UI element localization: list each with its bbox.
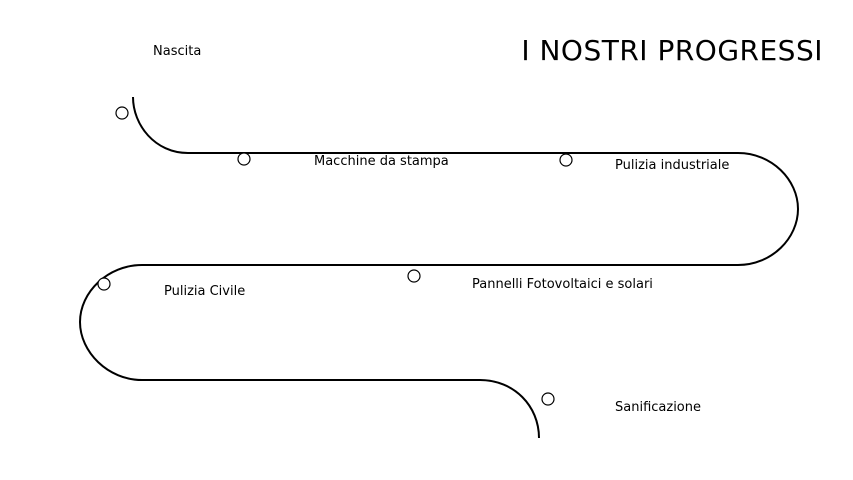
milestone-marker-nascita[interactable] [115,106,129,120]
milestone-marker-pulizia-industriale[interactable] [559,153,573,167]
page-title: I NOSTRI PROGRESSI [521,34,823,67]
timeline-path [78,96,800,439]
milestone-label-nascita: Nascita [153,44,202,59]
milestone-marker-sanificazione[interactable] [541,392,555,406]
milestone-label-pulizia-industriale: Pulizia industriale [615,158,730,173]
milestone-marker-pannelli-fotovoltaici[interactable] [407,269,421,283]
milestone-marker-pulizia-civile[interactable] [97,277,111,291]
milestone-marker-macchine-da-stampa[interactable] [237,152,251,166]
milestone-label-macchine-da-stampa: Macchine da stampa [314,154,449,169]
milestone-label-pannelli-fotovoltaici: Pannelli Fotovoltaici e solari [472,277,653,292]
milestone-label-pulizia-civile: Pulizia Civile [164,284,246,299]
milestone-label-sanificazione: Sanificazione [615,400,701,415]
